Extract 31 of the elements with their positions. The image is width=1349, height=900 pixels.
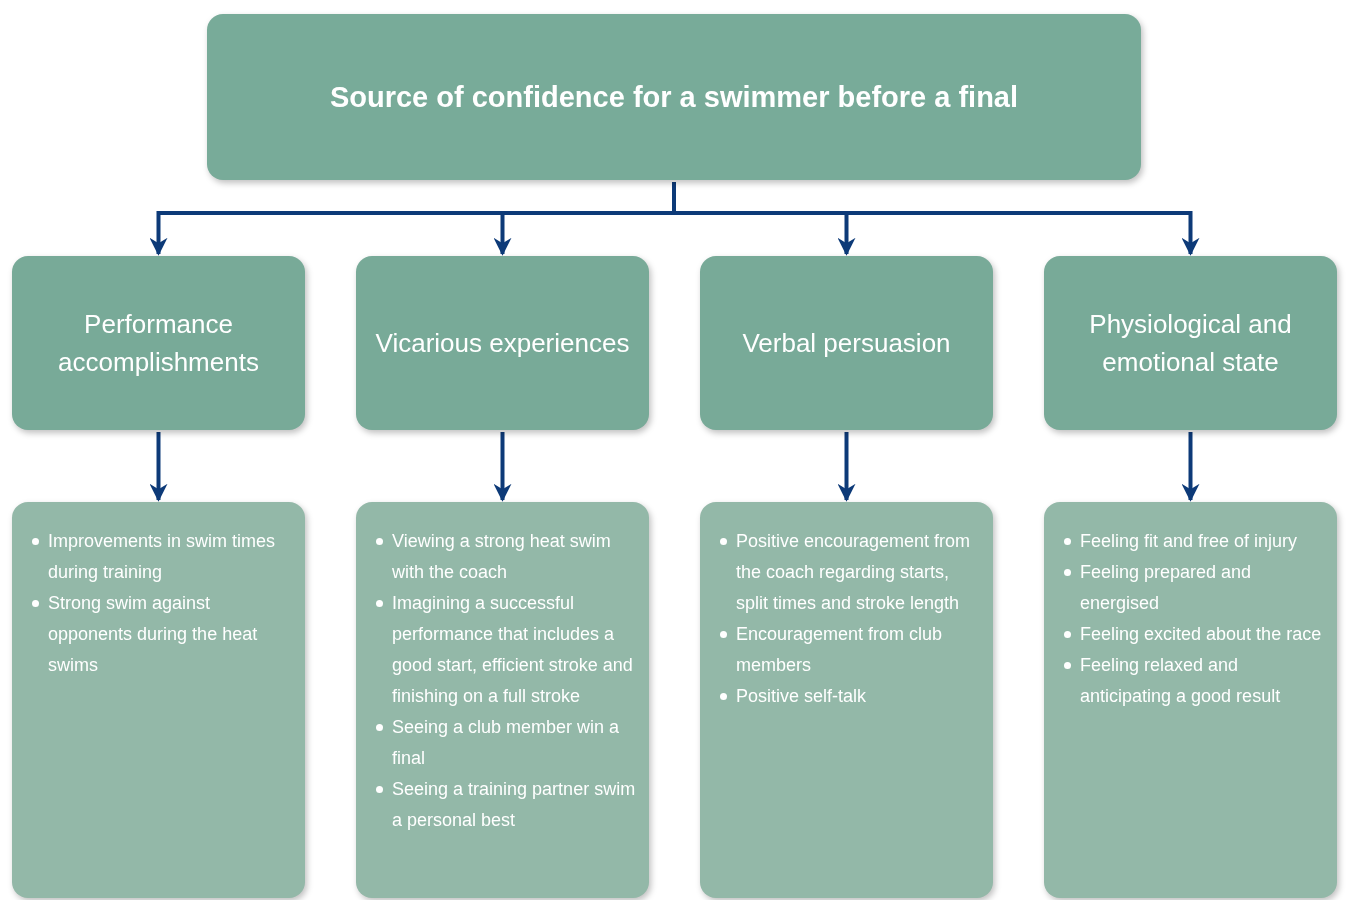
bullet-list-box bbox=[700, 502, 993, 898]
bullet-list-box bbox=[12, 502, 305, 898]
title-text: Source of confidence for a swimmer before a final bbox=[329, 80, 1019, 114]
category-label: Physiological and emotional state bbox=[1088, 308, 1293, 379]
bullet-item: Feeling fit and free of injury bbox=[1062, 526, 1327, 557]
category-label: Verbal persuasion bbox=[742, 327, 951, 360]
bullet-item: Feeling relaxed and anticipating a good result bbox=[1062, 650, 1327, 712]
bullet-item: Strong swim against opponents during the heat swims bbox=[30, 588, 295, 681]
arrow bbox=[837, 432, 856, 502]
arrow bbox=[1181, 432, 1200, 502]
bullet-item: Seeing a training partner swim a personal best bbox=[374, 774, 639, 836]
arrow bbox=[149, 432, 168, 502]
category-label: Performance accomplishments bbox=[57, 308, 260, 379]
category-box bbox=[700, 256, 993, 430]
bullet-item: Viewing a strong heat swim with the coach bbox=[374, 526, 639, 588]
category-label: Vicarious experiences bbox=[375, 327, 630, 360]
arrow bbox=[493, 432, 512, 502]
bullet-item: Positive self-talk bbox=[718, 681, 983, 712]
bullet-item: Feeling excited about the race bbox=[1062, 619, 1327, 650]
category-box bbox=[12, 256, 305, 430]
category-box bbox=[356, 256, 649, 430]
bullet-list-box bbox=[1044, 502, 1337, 898]
bullet-item: Improvements in swim times during training bbox=[30, 526, 295, 588]
bullet-list-box bbox=[356, 502, 649, 898]
bullet-item: Feeling prepared and energised bbox=[1062, 557, 1327, 619]
bullet-item: Positive encouragement from the coach regarding starts, split times and stroke length bbox=[718, 526, 983, 619]
bullet-item: Imagining a successful performance that includes a good start, efficient stroke and finishing on a full stroke bbox=[374, 588, 639, 712]
bullet-item: Encouragement from club members bbox=[718, 619, 983, 681]
title-box bbox=[207, 14, 1141, 180]
bullet-item: Seeing a club member win a final bbox=[374, 712, 639, 774]
category-box bbox=[1044, 256, 1337, 430]
